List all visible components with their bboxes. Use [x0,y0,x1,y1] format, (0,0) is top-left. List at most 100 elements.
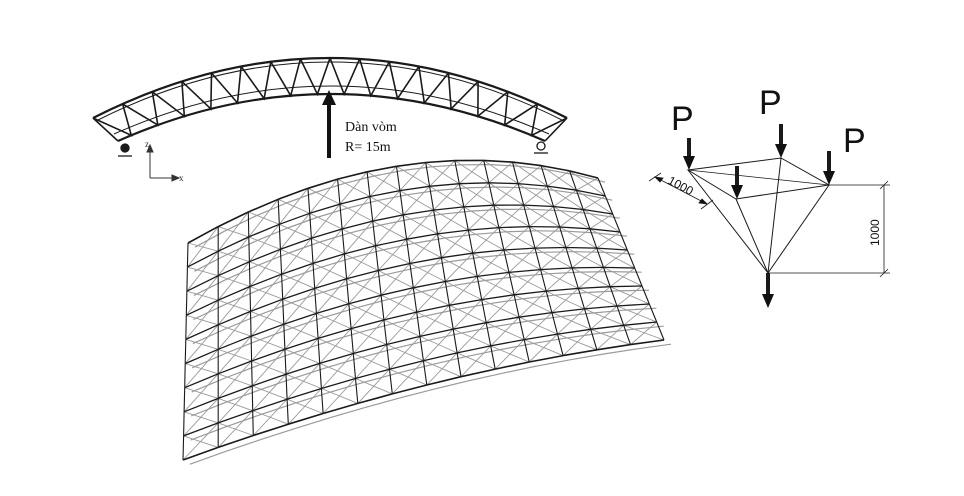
space-frame-lower-chord [224,215,256,232]
space-frame-lower-chord [293,392,329,404]
space-frame-diagonal [578,267,604,289]
space-frame-transverse [523,204,530,227]
space-frame-diagonal [357,368,390,404]
space-frame-transverse [186,267,188,292]
space-frame-longitudinal [185,324,219,340]
space-frame-lower-chord [382,242,414,251]
space-frame-transverse [467,229,474,254]
space-frame-transverse [309,213,312,239]
right-support [534,141,548,154]
space-frame-longitudinal [559,226,590,230]
space-frame-longitudinal [217,236,250,252]
space-frame-lower-chord [328,382,363,394]
space-frame-longitudinal [583,208,613,215]
space-frame-longitudinal [562,349,598,357]
space-frame-longitudinal [616,303,650,307]
arch-web-zigzag [92,57,568,137]
space-frame-transverse [545,290,553,313]
space-frame-longitudinal [403,209,434,216]
space-frame-longitudinal [546,287,579,292]
coordinate-axes: z x [145,139,184,183]
space-frame-diagonal [545,267,573,292]
space-frame-longitudinal [277,187,309,201]
space-frame-transverse [440,257,446,282]
space-frame-diagonal [250,273,282,312]
space-frame-longitudinal [247,198,279,213]
space-frame-longitudinal [498,225,530,229]
space-frame-diagonal [571,247,597,269]
space-frame-longitudinal [366,165,397,173]
load-label-left: P [671,100,694,138]
space-frame-lower-chord [288,267,321,279]
space-frame-longitudinal [322,402,359,415]
space-frame-diagonal [248,199,279,238]
space-frame-diagonal [503,226,530,251]
space-frame-transverse [350,328,354,354]
space-frame-diagonal [458,160,485,185]
space-frame-lower-chord [289,292,322,304]
space-frame-lower-chord [576,174,606,183]
space-frame-lower-chord [259,377,294,391]
space-frame-transverse [339,204,343,230]
space-frame-transverse [596,247,605,268]
space-frame-transverse [425,162,431,187]
space-frame-longitudinal [540,164,570,172]
space-frame-lower-chord [357,323,392,334]
space-frame-longitudinal [248,223,280,238]
space-frame-diagonal [562,328,592,356]
space-frame-longitudinal [380,287,414,296]
space-frame-diagonal [485,294,515,324]
space-frame-longitudinal [355,368,390,380]
axis-z-label: z [145,139,149,149]
space-frame-transverse [409,263,414,288]
space-frame-lower-chord [448,256,480,263]
space-frame-longitudinal [523,204,554,208]
space-frame-lower-chord [475,231,506,235]
space-frame-longitudinal [250,323,285,337]
space-frame-transverse [498,227,505,251]
space-frame-longitudinal [307,178,338,190]
space-frame-diagonal [185,299,219,340]
space-frame-diagonal [383,287,414,321]
space-frame-transverse [402,214,408,240]
space-frame-transverse [406,239,411,264]
space-frame-longitudinal [183,397,219,413]
space-frame-transverse [518,317,525,340]
space-frame-diagonal [282,263,314,300]
space-frame-diagonal [217,360,252,399]
space-frame-longitudinal [182,446,219,461]
space-frame-longitudinal [186,299,219,316]
space-frame-transverse [444,281,450,306]
space-frame-transverse [641,285,650,305]
space-frame-lower-chord [399,388,434,399]
space-frame-longitudinal [486,316,520,324]
space-frame-longitudinal [572,266,604,269]
space-frame-diagonal [281,238,312,275]
space-frame-longitudinal [409,257,442,265]
space-frame-lower-chord [326,357,361,369]
space-frame-transverse [184,363,186,388]
space-frame-diagonal [463,182,490,208]
space-frame-transverse [609,286,618,307]
space-frame-lower-chord [189,451,226,465]
space-frame-longitudinal [346,269,379,280]
space-frame-longitudinal [251,348,286,362]
space-frame-lower-chord [321,282,354,294]
space-frame-transverse [395,166,401,191]
space-frame-transverse [552,206,561,228]
space-frame-longitudinal [375,238,407,247]
space-frame-transverse [452,329,458,353]
space-frame-lower-chord [257,302,290,317]
space-frame-longitudinal [311,228,343,239]
space-frame-longitudinal [483,159,513,163]
dimension-horizontal [648,172,714,210]
arch-end-post-left [92,117,119,142]
space-frame-lower-chord [259,402,295,416]
space-frame-transverse [184,339,187,364]
pyramid-node-diagram [648,124,890,308]
space-frame-longitudinal [286,387,322,400]
arch-web-members [92,57,568,142]
space-frame-transverse [348,303,352,329]
pyramid-edge-c [767,184,830,274]
space-frame-lower-chord [344,175,375,184]
